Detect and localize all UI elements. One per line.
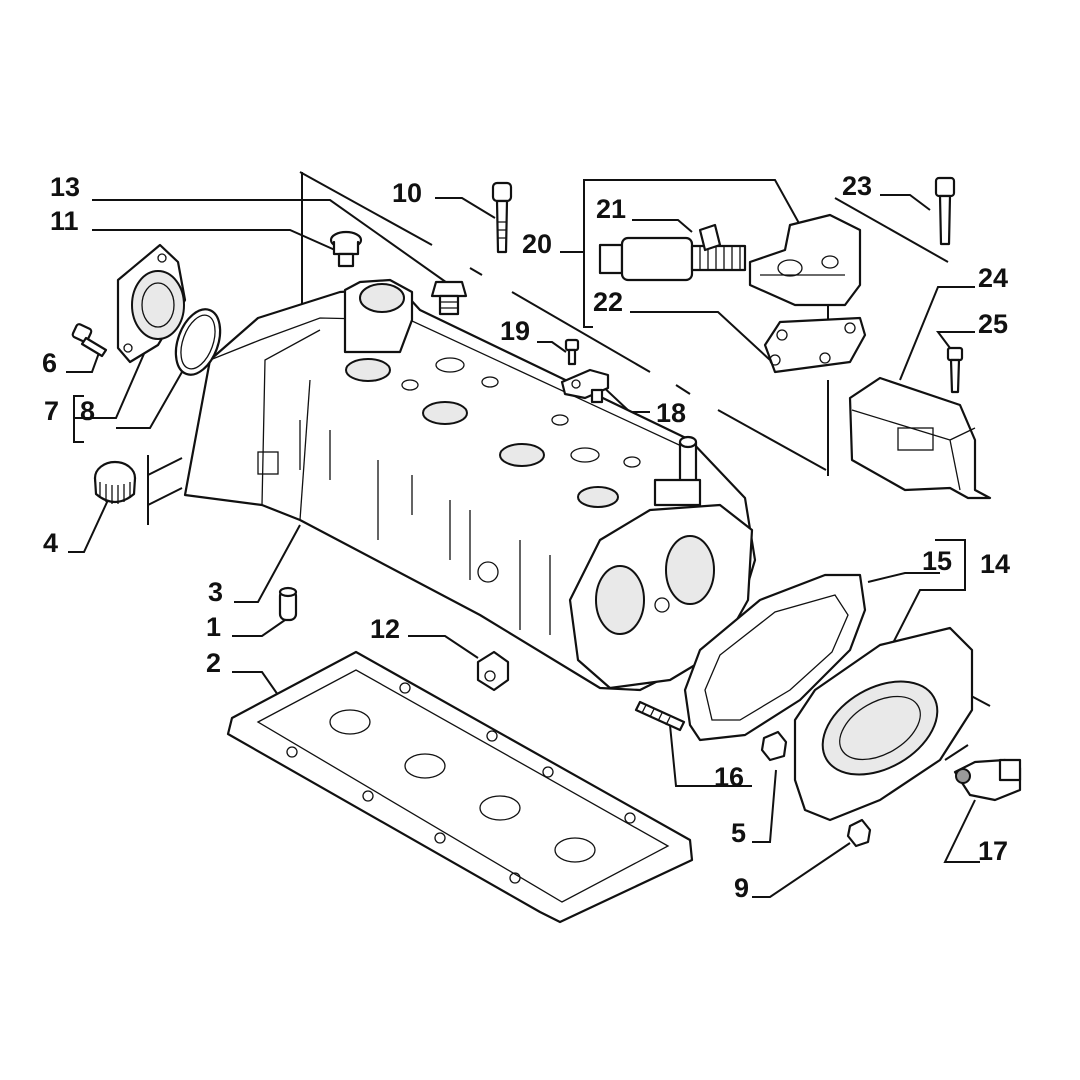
screw-25 — [946, 346, 964, 394]
solenoid-valve — [598, 223, 747, 282]
plug-large — [430, 280, 468, 316]
bolt-6 — [71, 323, 108, 358]
callout-5: 5 — [731, 818, 746, 848]
protective-cover — [848, 376, 992, 500]
callout-13: 13 — [50, 172, 80, 202]
callout-4: 4 — [43, 528, 58, 558]
callout-1: 1 — [206, 612, 221, 642]
callout-18: 18 — [656, 398, 686, 428]
stud — [634, 700, 686, 732]
callout-25: 25 — [978, 309, 1008, 339]
callout-17: 17 — [978, 836, 1008, 866]
callout-9: 9 — [734, 873, 749, 903]
actuator-housing — [748, 213, 862, 307]
cover-gasket — [226, 650, 694, 924]
callout-12: 12 — [370, 614, 400, 644]
parts — [71, 176, 1022, 924]
callout-16: 16 — [714, 762, 744, 792]
nut-9 — [846, 818, 872, 848]
end-cover — [793, 626, 974, 822]
callout-7: 7 — [44, 396, 59, 426]
callout-3: 3 — [208, 577, 223, 607]
screw-19 — [564, 338, 580, 366]
callout-19: 19 — [500, 316, 530, 346]
sensor-18 — [560, 368, 610, 404]
callout-8: 8 — [80, 396, 95, 426]
camshaft-sensor — [953, 758, 1022, 802]
callout-23: 23 — [842, 171, 872, 201]
end-cover-gasket — [683, 573, 867, 742]
callout-14: 14 — [980, 549, 1010, 579]
plug-12 — [476, 650, 510, 692]
cam-carrier-housing — [183, 278, 757, 692]
bolt-23 — [934, 176, 956, 246]
actuator-gasket — [763, 316, 867, 374]
callout-21: 21 — [596, 194, 626, 224]
callout-22: 22 — [593, 287, 623, 317]
nut-5 — [760, 730, 788, 762]
callout-10: 10 — [392, 178, 422, 208]
dowel-pin — [278, 586, 298, 622]
callout-24: 24 — [978, 263, 1008, 293]
callout-20: 20 — [522, 229, 552, 259]
bolt-10 — [491, 181, 513, 254]
callout-6: 6 — [42, 348, 57, 378]
end-cap — [116, 243, 187, 364]
callout-labels: 1 2 3 4 5 6 7 8 9 10 11 12 13 14 15 16 1… — [42, 171, 1010, 903]
callout-2: 2 — [206, 648, 221, 678]
threaded-collar — [93, 460, 137, 504]
plug-small — [329, 230, 363, 268]
callout-11: 11 — [50, 206, 79, 236]
leader-lines — [66, 171, 991, 898]
callout-15: 15 — [922, 546, 952, 576]
o-ring — [174, 308, 222, 376]
